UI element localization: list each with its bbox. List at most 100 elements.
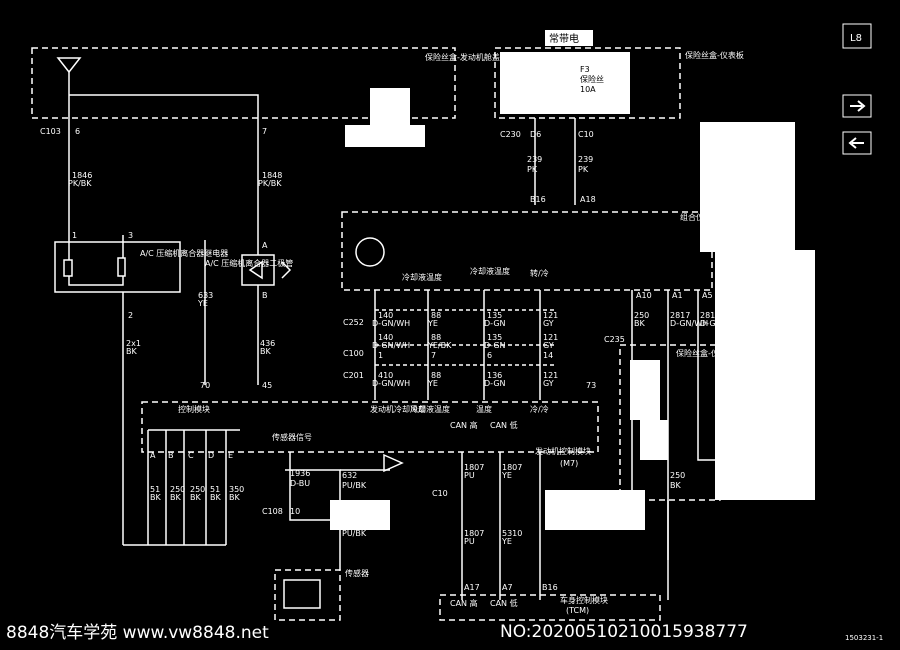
ipc-pin-a18: A18 [580, 195, 596, 204]
arrow-right-icon [850, 100, 866, 112]
c201-wire-1-color: D-GN/WH [372, 379, 410, 388]
right-panel-bg [700, 122, 795, 252]
ecm-gnd-pin-2: B [168, 451, 174, 460]
bcm-code: (TCM) [566, 606, 589, 615]
ipc-pin-a10: A10 [636, 291, 652, 300]
wire-632a: 632 [342, 471, 357, 480]
arrow-icon [383, 453, 404, 473]
ecm-gnd-pin-3: C [188, 451, 194, 460]
wire-239a-color: PK [527, 165, 538, 174]
ipc-outline [341, 211, 713, 291]
diode-label: A/C 压缩机离合器二极管 [205, 258, 293, 268]
right-panel-bg-2 [715, 250, 815, 500]
ecm-gnd-wire-3-color: BK [190, 493, 201, 502]
ecm-gnd-wire-2-color: BK [170, 493, 181, 502]
conn-c10: C10 [432, 489, 448, 498]
wire-239b: 239 [578, 155, 593, 164]
wire-436-color: BK [260, 347, 271, 356]
wire-239b-color: PK [578, 165, 589, 174]
diode-pin-a: A [262, 241, 268, 250]
can-wire-4: 5310 [502, 529, 522, 538]
right-panel-bg-4 [640, 420, 668, 460]
c100-wire-4-color: GY [543, 341, 554, 350]
wire-1936: 1936 [290, 469, 310, 478]
ecm-pin-70: 70 [200, 381, 210, 390]
bcm-pin-a7: A7 [502, 583, 513, 592]
right-panel-bg-3 [630, 360, 660, 420]
sensor-outline [274, 569, 341, 621]
right-wire-3-color: D-GN/WH [700, 319, 738, 328]
fuse-amps: 10A [580, 85, 596, 94]
bcm-outline [439, 594, 661, 621]
diagram-code: 1503231-1 [845, 634, 883, 642]
ecm-inner-3: 温度 [476, 404, 492, 414]
bcm-can-low: CAN 低 [490, 598, 518, 608]
wire-632a-color: PU/BK [342, 481, 367, 490]
fuse-block-underhood-outline [31, 47, 456, 119]
relay-pin-1: 1 [72, 231, 77, 240]
c201-wire-4: 121 [543, 371, 558, 380]
ecm-label: 发动机控制模块 [535, 446, 591, 456]
c100-wire-1: 140 [378, 333, 393, 342]
nav-buttons[interactable] [842, 23, 872, 155]
conn-c235: C235 [604, 335, 625, 344]
c108-pin-10: 10 [290, 507, 300, 516]
bcm-pin-a17: A17 [464, 583, 480, 592]
fuse-desc: 保险丝 [580, 74, 604, 84]
c108-pin-12: 12 [342, 507, 352, 516]
wire-1848-color: PK/BK [258, 179, 282, 188]
right-wire-3: 2817 [700, 311, 720, 320]
ecm-gnd-wire-1-color: BK [150, 493, 161, 502]
fuse-panel-label: 保险丝盒-仪表板 [685, 50, 744, 60]
ecm-gnd-wire-5-color: BK [229, 493, 240, 502]
pin-6: 6 [75, 127, 80, 136]
ipc-group-1: 冷却液温度 [402, 272, 442, 282]
c100-pin-14: 14 [543, 351, 553, 360]
c252-wire-4-color: GY [543, 319, 554, 328]
ecm-inner-2: 冷却液温度 [410, 404, 450, 414]
fuse-name: F3 [580, 65, 590, 74]
ecm-gnd-pin-4: D [208, 451, 214, 460]
relay-label: A/C 压缩机离合器继电器 [140, 248, 228, 258]
ipc-group-3: 转/冷 [530, 268, 549, 278]
conn-c100: C100 [343, 349, 364, 358]
c252-wire-3-color: D-GN [484, 319, 506, 328]
arrow-left-icon [848, 137, 864, 149]
ecm-gnd-wire-3: 250 [190, 485, 205, 494]
ipc-pin-b16: B16 [530, 195, 546, 204]
fusible-link-icon [56, 57, 82, 74]
c100-wire-3-color: D-GN [484, 341, 506, 350]
can-wire-3-color: PU [464, 537, 475, 546]
wire-817: 817 [736, 395, 751, 404]
can-low-label: CAN 低 [490, 420, 518, 430]
bcm-can-high: CAN 高 [450, 598, 478, 608]
bcm-label: 车身控制模块 [560, 595, 608, 605]
ecm-pin-45: 45 [262, 381, 272, 390]
wire-1846-color: PK/BK [68, 179, 92, 188]
relay-coil-icon [63, 259, 73, 277]
relay-pin-3: 3 [128, 231, 133, 240]
wire-1936-color: D-BU [290, 479, 310, 488]
mid-panel-bg-2 [330, 500, 390, 530]
ecm-gnd-wire-2: 250 [170, 485, 185, 494]
ipc-pin-a1: A1 [672, 291, 683, 300]
can-wire-1-color: PU [464, 471, 475, 480]
c201-wire-4-color: GY [543, 379, 554, 388]
wire-239a: 239 [527, 155, 542, 164]
c252-wire-2-color: YE [427, 319, 438, 328]
sensor-icon [283, 579, 321, 609]
conn-c252: C252 [343, 318, 364, 327]
c201-wire-1: 410 [378, 371, 393, 380]
relay-switch-icon [117, 257, 126, 277]
can-wire-2-color: YE [501, 471, 512, 480]
relay-box [54, 241, 181, 293]
sensor-label: 传感器信号 [272, 432, 312, 442]
wire-1846: 1846 [72, 171, 92, 180]
c201-wire-2: 88 [431, 371, 441, 380]
c252-wire-4: 121 [543, 311, 558, 320]
diode-icon [248, 260, 263, 280]
conn-c201: C201 [343, 371, 364, 380]
wire-250r: 250 [670, 471, 685, 480]
